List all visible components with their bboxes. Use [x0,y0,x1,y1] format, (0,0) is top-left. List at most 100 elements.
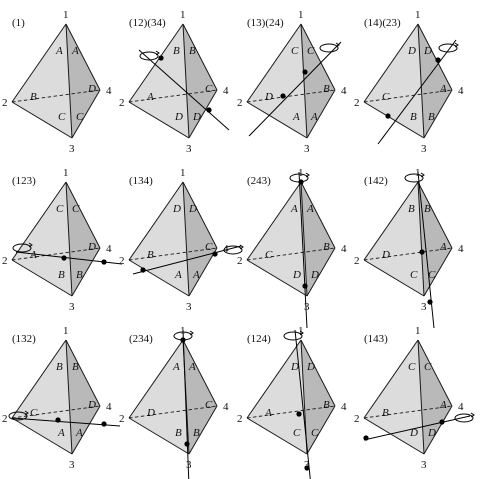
axis-point [385,113,391,119]
vertex-number: 2 [354,255,360,267]
vertex-number: 3 [186,301,192,313]
side-face [301,182,335,296]
face-label: B [30,91,37,103]
arrowhead-icon [189,330,194,336]
hidden-edge [128,89,218,103]
edge [363,417,425,455]
vertex-number: 4 [223,85,229,97]
face-label: A [172,361,180,373]
edge [423,247,453,297]
face-label: D [87,241,96,253]
face-label: D [192,111,201,123]
edge [246,259,308,297]
face-label: B [72,361,79,373]
face-label: D [146,407,155,419]
panel-label: (13)(24) [247,17,284,29]
side-face [66,182,100,296]
vertex-number: 3 [69,143,75,155]
front-face [12,24,72,138]
hidden-edge [11,89,101,103]
face-label: C [205,241,213,253]
edge [300,339,336,407]
face-label: B [323,241,330,253]
panel-label: (1) [12,17,25,29]
axis-point [101,259,107,265]
face-label: D [409,427,418,439]
face-label: A [439,241,447,253]
edge [423,405,453,455]
edge [11,339,67,419]
edge [246,339,302,419]
hidden-edge [363,247,453,261]
panel-label: (124) [247,333,271,345]
panel-label: (143) [364,333,388,345]
front-face [364,340,424,454]
face-label: A [292,111,300,123]
face-label: C [205,399,213,411]
vertex-number: 2 [119,97,125,109]
vertex-number: 1 [180,9,186,21]
face-label: C [293,427,301,439]
edge [11,259,73,297]
rotation-arrow-icon [283,331,303,341]
edge [306,89,336,139]
vertex-number: 3 [304,143,310,155]
edge [246,417,308,455]
face-label: C [265,249,273,261]
vertex-number: 1 [298,167,304,179]
rotation-axis [363,415,471,441]
edge [417,339,453,407]
side-face [301,24,335,138]
face-label: A [29,249,37,261]
face-label: D [407,45,416,57]
edge [423,89,453,139]
face-label: B [76,269,83,281]
rotation-arrow-icon [454,413,474,423]
edge [417,181,425,297]
face-label: C [72,203,80,215]
vertex-number: 1 [298,9,304,21]
face-label: D [381,249,390,261]
vertex-number: 3 [186,459,192,471]
edge [128,101,190,139]
side-face [183,24,217,138]
hidden-edge [246,89,336,103]
vertex-number: 4 [106,85,112,97]
vertex-number: 2 [2,413,8,425]
side-face [183,340,217,454]
vertex-number: 1 [63,167,69,179]
face-label: C [382,91,390,103]
arrowhead-icon [28,242,33,248]
edge [182,339,218,407]
vertex-number: 1 [415,167,421,179]
face-label: B [382,407,389,419]
edge [11,101,73,139]
axis-point [55,417,61,423]
rotation-axis [248,41,342,137]
edge [65,339,101,407]
edge [306,405,336,455]
face-label: D [264,91,273,103]
vertex-number: 4 [341,401,347,413]
vertex-number: 3 [304,301,310,313]
vertex-number: 3 [421,459,427,471]
axis-point [158,55,164,61]
face-label: D [172,203,181,215]
front-face [247,340,307,454]
face-label: B [323,83,330,95]
rotation-axis [377,39,457,145]
vertex-number: 2 [354,97,360,109]
face-label: A [192,269,200,281]
hidden-edge [128,405,218,419]
edge [363,339,419,419]
face-label: B [323,399,330,411]
vertex-number: 3 [69,459,75,471]
vertex-number: 4 [106,401,112,413]
side-face [418,182,452,296]
front-face [129,182,189,296]
axis-point [363,435,369,441]
